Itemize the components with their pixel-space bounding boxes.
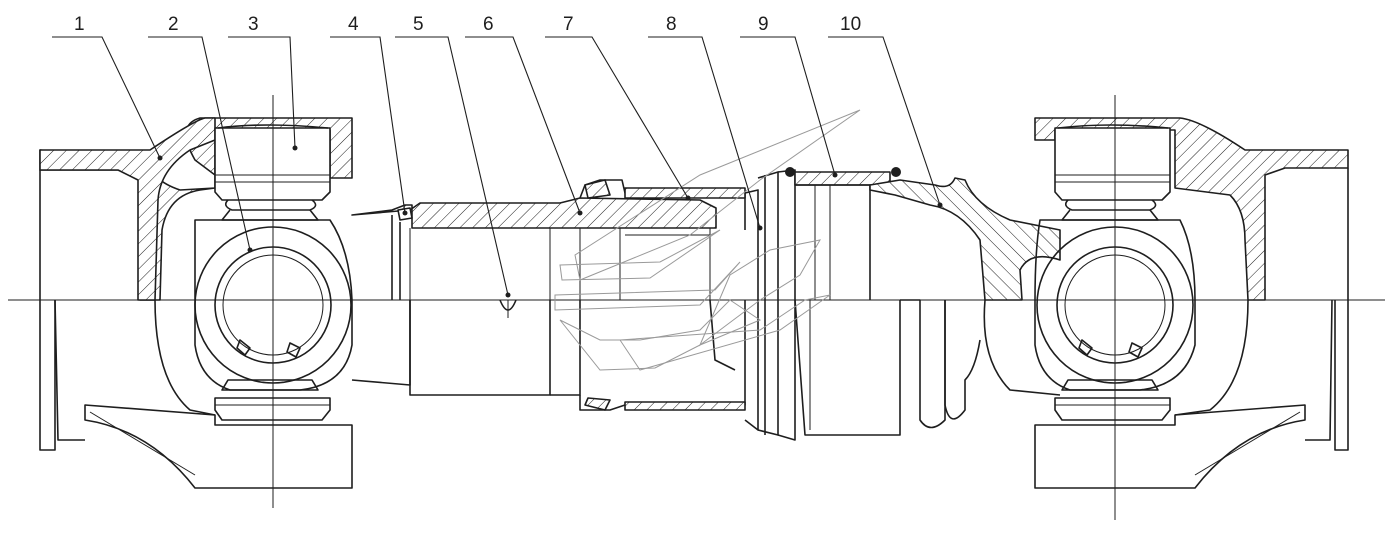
watermark-logo [554,109,861,371]
callout-8: 8 [666,14,677,35]
right-bearing-cup-upper [1054,124,1171,221]
callout-2: 2 [168,14,179,35]
callout-7: 7 [563,14,574,35]
right-bearing-cup-lower [1054,379,1171,421]
right-flange-yoke-section [869,117,1349,489]
callout-5: 5 [413,14,424,35]
center-axes [8,95,1385,520]
leader-lines [52,36,943,298]
slip-yoke-section [351,179,746,411]
callout-4: 4 [348,14,359,35]
callout-1: 1 [74,14,85,35]
left-flange-yoke [39,117,353,489]
center-flange [744,167,981,441]
callout-10: 10 [840,14,861,35]
callout-3: 3 [248,14,259,35]
callout-9: 9 [758,14,769,35]
callout-numbers: 1 2 3 4 5 6 7 8 9 10 [74,14,861,35]
callout-6: 6 [483,14,494,35]
